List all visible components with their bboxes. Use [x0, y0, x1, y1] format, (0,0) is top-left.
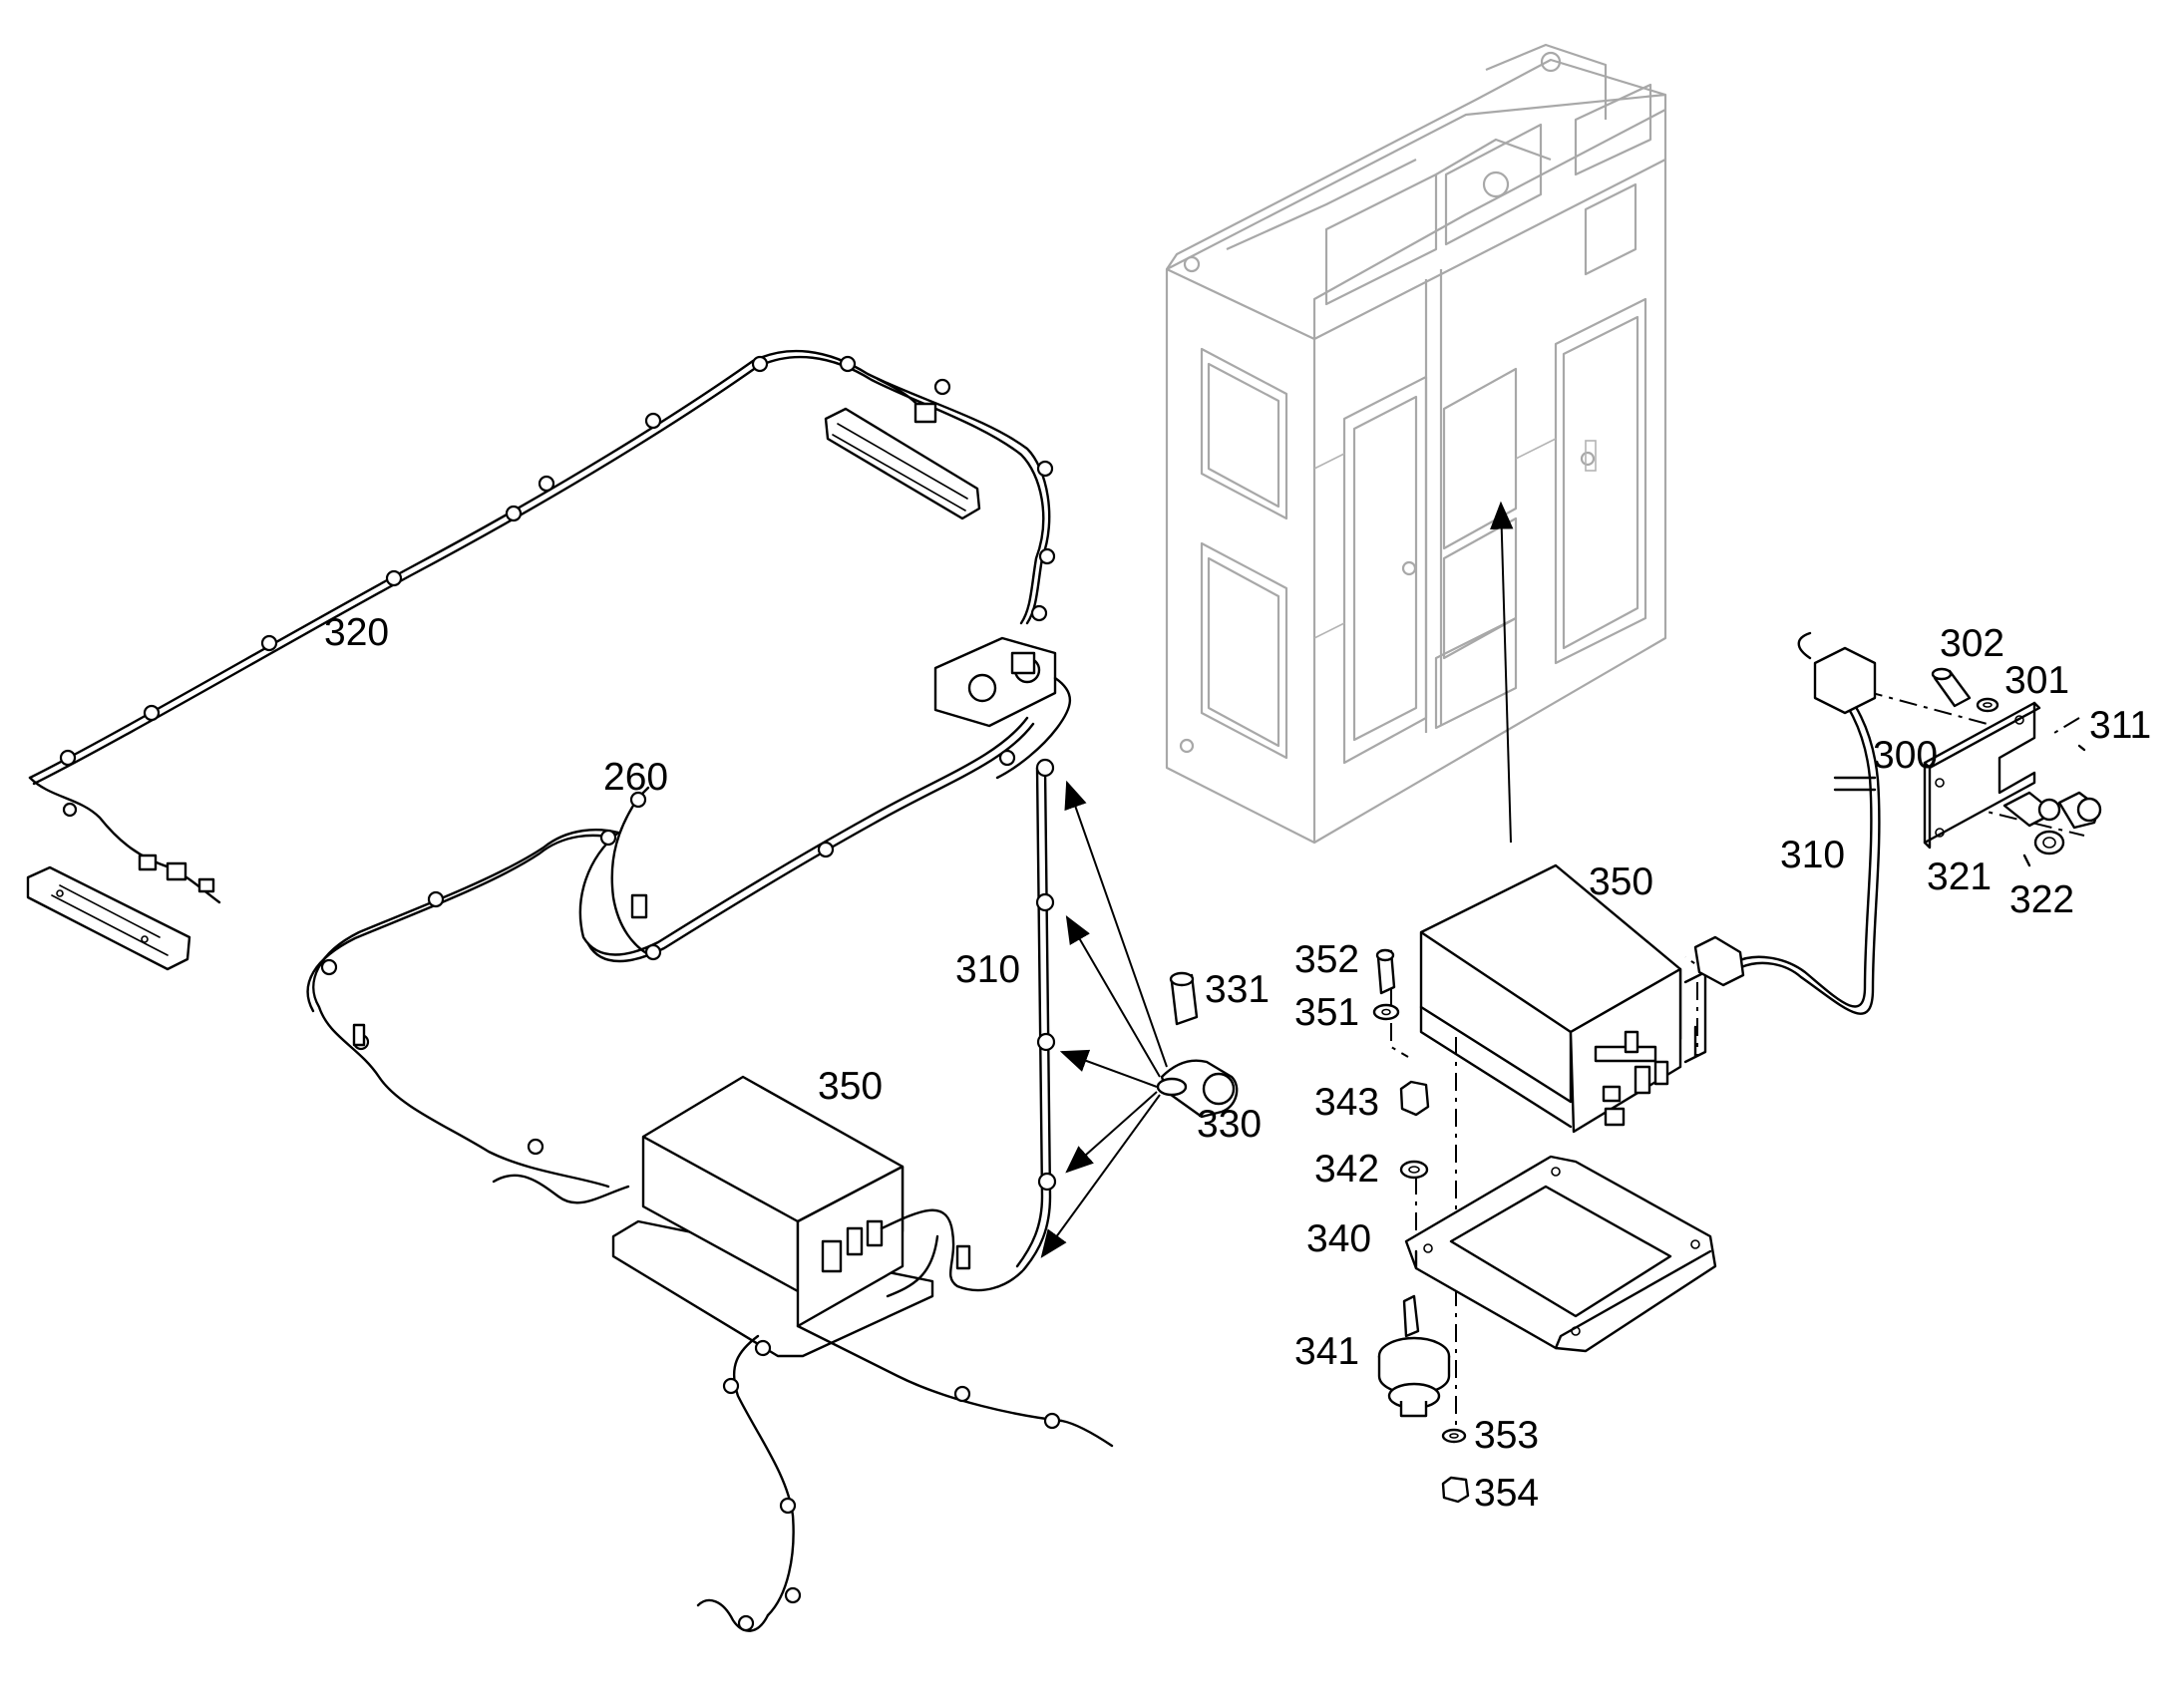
- callout-310-left: 310: [955, 948, 1020, 991]
- callout-labels: 320 260 310 331 330 350 350 352 351 343 …: [324, 611, 2151, 1515]
- callout-260: 260: [603, 756, 668, 799]
- callout-302: 302: [1940, 622, 2004, 665]
- callout-354: 354: [1474, 1472, 1539, 1515]
- bracket-330-and-bolt-331: [1156, 971, 1239, 1119]
- callout-340: 340: [1306, 1217, 1371, 1260]
- callout-300: 300: [1873, 734, 1938, 777]
- bracket-plate-300: [1923, 667, 2102, 867]
- mounting-tray-340: [1404, 1155, 1717, 1353]
- callout-321: 321: [1927, 855, 1992, 898]
- rubber-mount-341: [1377, 1294, 1451, 1418]
- wiring-harness-320: [28, 349, 1056, 904]
- light-bar-top: [824, 407, 981, 520]
- callout-311: 311: [2089, 704, 2151, 747]
- callout-341: 341: [1294, 1330, 1359, 1373]
- cable-310-right: [1693, 631, 1881, 1015]
- callout-352: 352: [1294, 938, 1359, 981]
- machine-frame: [1165, 43, 1667, 845]
- callout-350-left: 350: [818, 1065, 883, 1108]
- callout-330: 330: [1197, 1103, 1262, 1146]
- callout-342: 342: [1314, 1148, 1379, 1191]
- washer-353-nut-354: [1441, 1428, 1470, 1504]
- callout-343: 343: [1314, 1081, 1379, 1124]
- callout-322: 322: [2009, 878, 2074, 921]
- wiring-harness-260: [306, 716, 1035, 1189]
- callout-331: 331: [1205, 968, 1270, 1011]
- callout-301: 301: [2004, 659, 2069, 702]
- hardware-stack-352-351-343-342: [1372, 948, 1430, 1180]
- callout-351: 351: [1294, 991, 1359, 1034]
- assembly-arrows-left: [1040, 501, 1514, 1258]
- callout-320: 320: [324, 611, 389, 654]
- connector-panel: [933, 636, 1072, 780]
- control-unit-350-left: [492, 1075, 1114, 1632]
- light-bar-left: [26, 865, 191, 971]
- control-unit-350-right: [1419, 863, 1707, 1134]
- cable-310-left: [1015, 758, 1057, 1272]
- callout-353: 353: [1474, 1414, 1539, 1457]
- callout-350-right: 350: [1589, 860, 1653, 903]
- callout-310-right: 310: [1780, 834, 1845, 876]
